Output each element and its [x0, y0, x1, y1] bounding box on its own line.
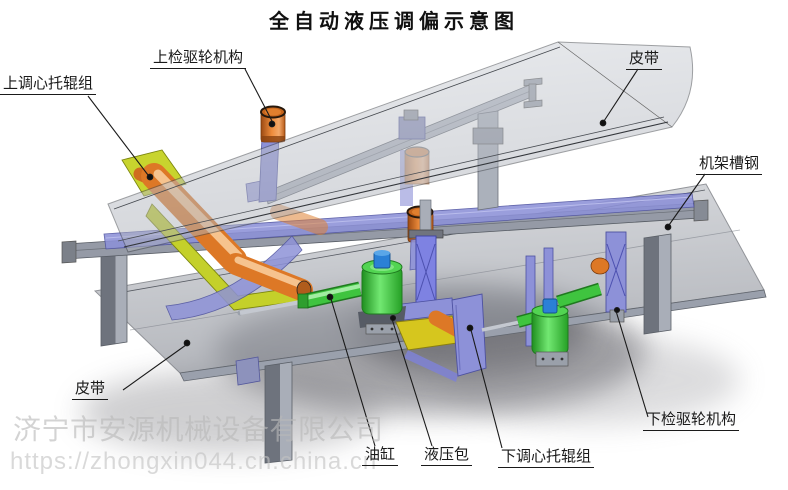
horizontal-roller: [225, 253, 313, 301]
oil-cylinder-tube-right: [556, 284, 602, 307]
oil-cylinder-tube: [304, 283, 362, 307]
leader-dot-oil-cylinder: [326, 293, 334, 301]
purple-bracket-plate: [451, 293, 487, 377]
lower-aligning-idler-group: [395, 293, 487, 382]
watermark-url: https://zhongxin044.cn.china.cn: [10, 448, 378, 475]
central-hydraulic-unit: [237, 250, 406, 335]
lower-drive-wheel-unit: [481, 231, 627, 367]
front-leg: [264, 361, 293, 464]
leader-dot-frame-channel: [664, 223, 672, 231]
leader-dot-upper-idler: [146, 173, 154, 181]
right-leg: [643, 233, 672, 335]
label-lower-aligning-idler: 下调心托辊组: [498, 449, 595, 468]
leader-dot-belt-bottom: [183, 339, 191, 347]
leader-dot-upper-drive-wheel: [268, 120, 276, 128]
leader-lines: [87, 68, 706, 449]
diagram-title: 全自动液压调偏示意图: [269, 11, 519, 33]
label-upper-aligning-idler: 上调心托辊组: [0, 76, 97, 95]
label-lower-drive-wheel: 下检驱轮机构: [643, 412, 740, 431]
label-belt-bottom: 皮带: [72, 381, 109, 400]
frame-legs: [100, 233, 672, 464]
upper-belt-sheet: [107, 41, 694, 253]
leader-dot-belt-top: [599, 119, 607, 127]
front-rail-channel-stub: [235, 356, 261, 386]
leader-dot-hydraulic-pack: [389, 314, 397, 322]
label-upper-drive-wheel: 上检驱轮机构: [150, 50, 247, 69]
piston-rod-right: [481, 320, 521, 332]
right-purple-tower: [605, 231, 627, 313]
watermark-company: 济宁市安源机械设备有限公司: [13, 414, 384, 445]
left-leg: [100, 249, 128, 347]
leader-dot-lower-idler: [466, 324, 474, 332]
label-frame-channel: 机架槽钢: [696, 156, 763, 175]
piston-rod: [239, 299, 307, 315]
label-oil-cylinder: 油缸: [362, 447, 399, 466]
label-belt-top: 皮带: [626, 51, 663, 70]
leader-dot-lower-drive-wheel: [613, 306, 621, 314]
label-hydraulic-pack: 液压包: [421, 447, 473, 466]
